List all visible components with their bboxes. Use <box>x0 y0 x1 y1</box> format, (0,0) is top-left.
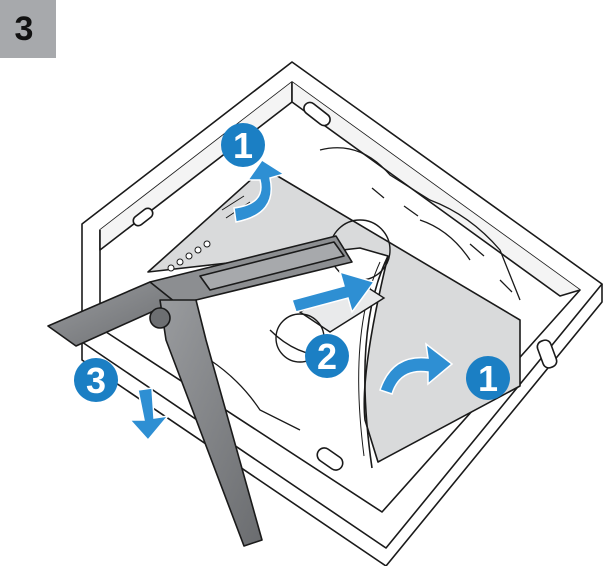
box-handle-slot <box>132 207 154 227</box>
callout-badge: 1 <box>221 123 265 167</box>
callout-number: 2 <box>317 336 337 377</box>
rotate-arrow-icon <box>233 158 286 223</box>
callout-badge: 1 <box>466 356 510 400</box>
box-front-edge <box>81 284 603 566</box>
callout-badge: 2 <box>305 334 349 378</box>
rotate-arrow-icon <box>379 342 454 395</box>
foam-insert <box>209 147 521 431</box>
monitor-stand <box>47 235 353 547</box>
panel-back <box>147 167 521 463</box>
callout-number: 1 <box>478 358 498 399</box>
step-number: 3 <box>14 9 34 48</box>
callout-badge: 3 <box>74 358 118 402</box>
box-handle-slot <box>536 339 558 369</box>
box-handle-slot <box>303 101 331 127</box>
panel-edge-inner <box>358 261 381 457</box>
callout-number: 1 <box>233 125 253 166</box>
push-arrow-icon <box>291 270 376 314</box>
panel-buttons <box>167 240 211 272</box>
down-arrow-icon <box>128 387 170 442</box>
monitor-panel <box>147 167 521 469</box>
box-inner-back-right <box>291 82 581 297</box>
stand-column <box>159 299 263 547</box>
step-tab: 3 <box>0 0 56 58</box>
panel-curved-edge <box>364 255 389 469</box>
callout-number: 3 <box>86 360 106 401</box>
stand-hinge <box>149 307 171 329</box>
stand-arm-top <box>199 241 345 291</box>
box-handle-slot <box>316 447 344 471</box>
